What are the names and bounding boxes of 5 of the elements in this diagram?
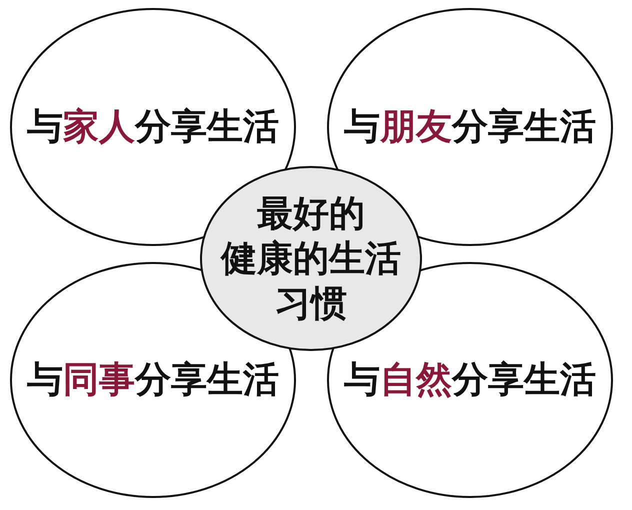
topic-label: 与自然分享生活	[344, 358, 596, 402]
topic-label: 与家人分享生活	[27, 106, 279, 150]
topic-label: 与同事分享生活	[27, 358, 279, 402]
center-label: 最好的健康的生活习惯	[221, 192, 401, 326]
topic-label: 与朋友分享生活	[344, 106, 596, 150]
